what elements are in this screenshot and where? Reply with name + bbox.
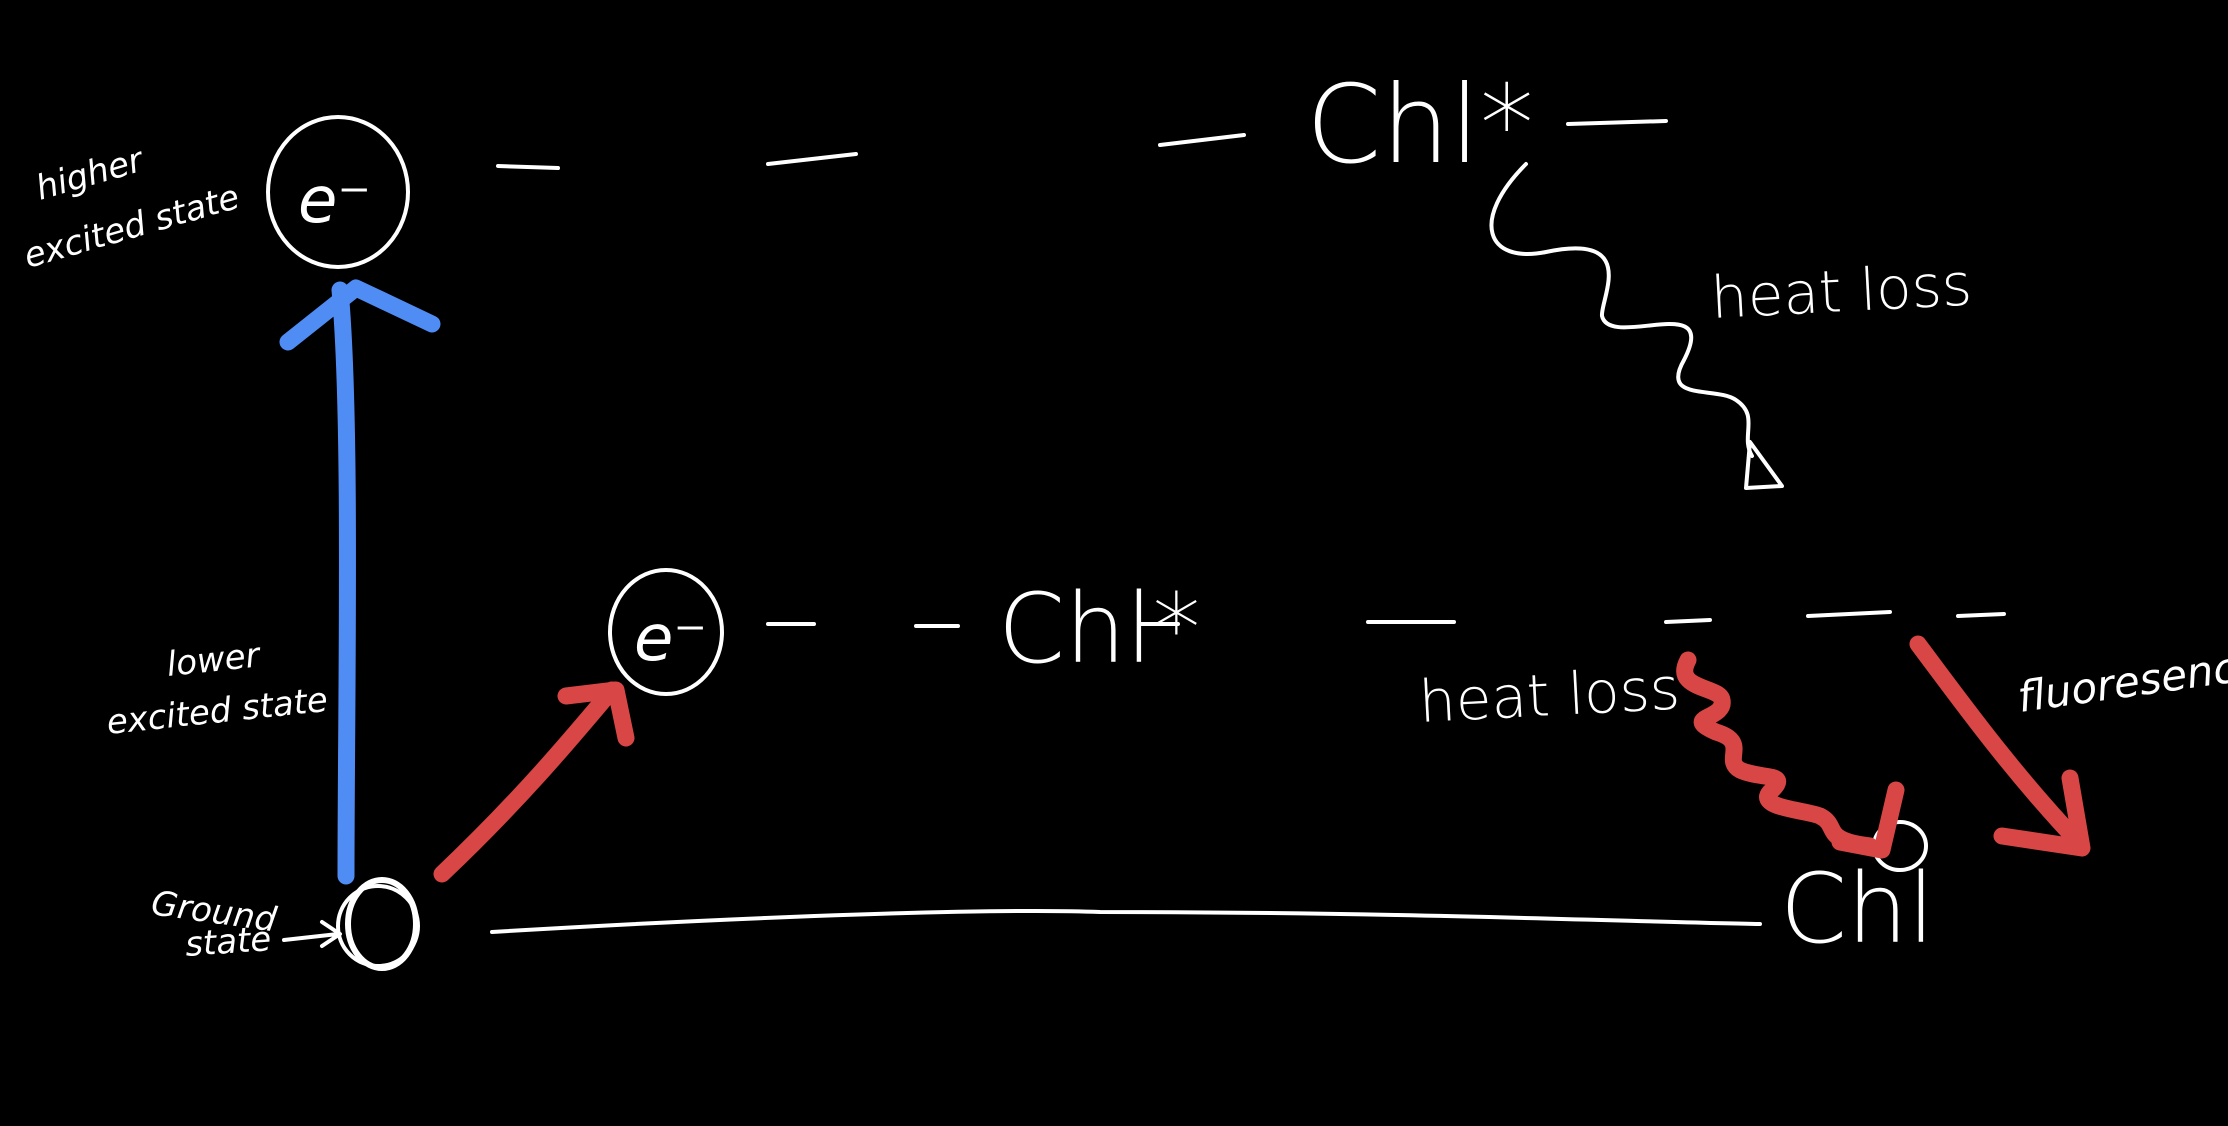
lower-electron-symbol: e⁻: [634, 602, 707, 676]
higher-heat-loss-squiggle: [1489, 162, 1754, 458]
red-heat-loss-squiggle: [1676, 651, 1879, 855]
lower-dash-5: [1664, 618, 1712, 624]
fluorescence-label: fluoresence: [2015, 639, 2228, 722]
red-heat-loss-arrowhead: [1831, 781, 1905, 859]
lower-level-dashes: [766, 610, 2006, 628]
blue-arrowhead: [279, 279, 441, 351]
red-arrow-shaft: [433, 681, 621, 883]
red-fluorescence-arrowhead: [1993, 769, 2091, 857]
ground-electron-circle-outer: [336, 884, 420, 968]
higher-dash-1: [496, 164, 560, 170]
higher-label-line1: higher: [31, 140, 149, 209]
lower-label-line2: excited state: [105, 680, 330, 743]
lower-dash-6: [1806, 610, 1892, 618]
blue-arrow-shaft: [331, 281, 356, 885]
red-heat-loss-arrow: [1676, 651, 1905, 859]
higher-heat-loss-label: heat loss: [1709, 250, 1973, 332]
higher-excited-state-label: higher excited state: [19, 140, 243, 277]
higher-electron-circle: [266, 115, 410, 269]
higher-electron: e⁻: [266, 115, 410, 269]
higher-electron-symbol: e⁻: [298, 164, 371, 238]
ground-electron: [336, 877, 420, 971]
lower-chl-star-label: Chl*: [998, 573, 1201, 685]
red-arrowhead: [557, 681, 635, 747]
lower-label-line1: lower: [165, 635, 264, 685]
higher-chl-star-label: Chl*: [1306, 63, 1534, 188]
red-fluorescence-shaft: [1909, 635, 2089, 853]
ground-pointer-arrow: [282, 920, 342, 948]
lower-electron-circle: [608, 568, 724, 696]
lower-heat-loss-label: heat loss: [1417, 654, 1681, 736]
lower-excited-state-label: lower excited state: [105, 635, 330, 743]
higher-dash-3: [1158, 133, 1246, 147]
higher-level-dashes: [496, 119, 1668, 170]
red-fluorescence-arrow: [1909, 635, 2091, 857]
higher-dash-4: [1566, 119, 1668, 126]
ground-label-line2: state: [184, 919, 273, 965]
blue-absorption-arrow: [279, 279, 441, 885]
higher-heat-loss-arrowhead: [1744, 440, 1784, 490]
lower-electron: e⁻: [608, 568, 724, 696]
lower-dash-7: [1956, 612, 2006, 618]
ground-level-line: [490, 908, 1762, 934]
higher-dash-2: [766, 152, 858, 166]
ground-state-label: Ground state: [149, 883, 342, 965]
ground-chl-label: Chl: [1780, 853, 1935, 965]
red-absorption-arrow: [433, 681, 635, 883]
